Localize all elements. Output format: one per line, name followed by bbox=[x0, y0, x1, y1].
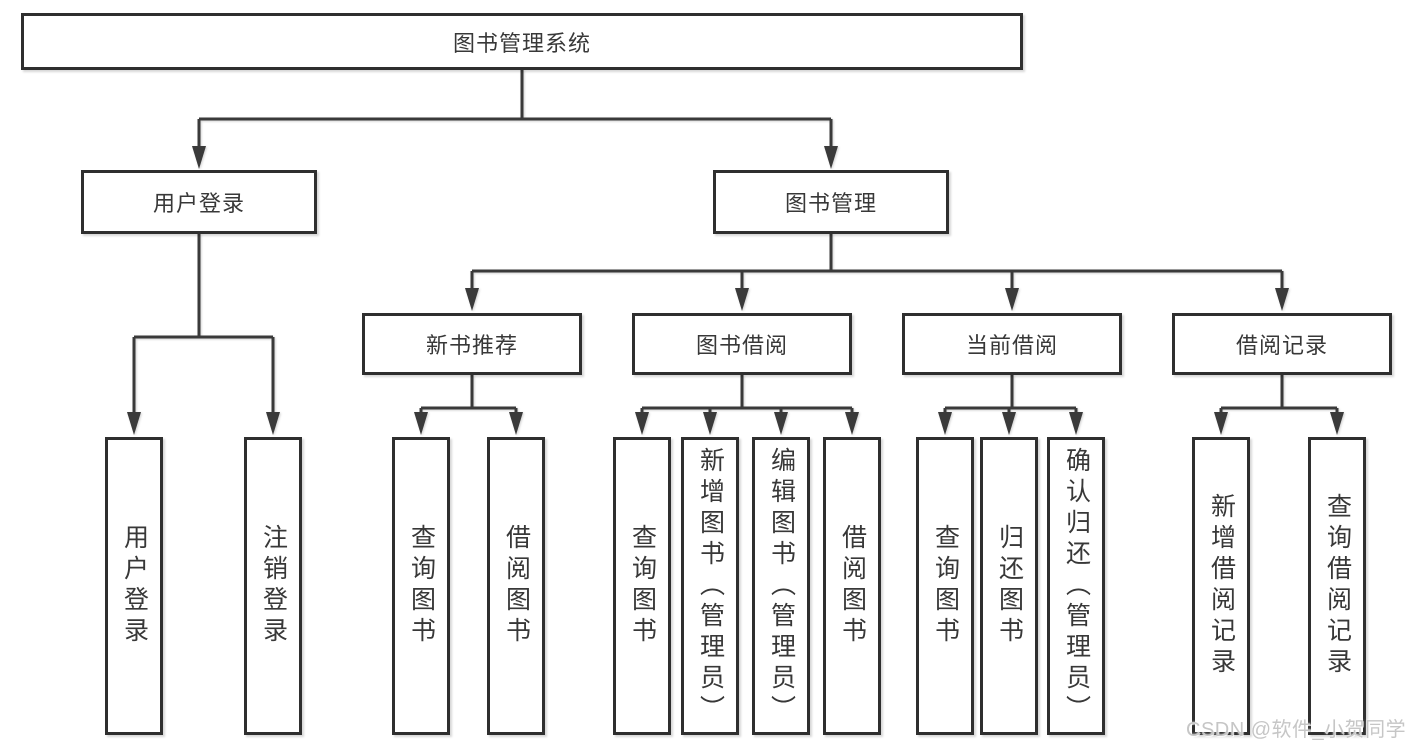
leaf-label: 查询图书 bbox=[407, 524, 436, 648]
leaf-cb-return-books: 归还图书 bbox=[980, 437, 1038, 735]
connector-user-login-to-leaves bbox=[127, 234, 280, 435]
leaf-cb-confirm-return-admin: 确认归还（管理员） bbox=[1047, 437, 1105, 735]
connector-borrowing-records-to-leaves bbox=[1214, 375, 1344, 435]
node-user-login: 用户登录 bbox=[81, 170, 317, 234]
node-library-system: 图书管理系统 bbox=[21, 13, 1023, 70]
leaf-label: 查询图书 bbox=[628, 524, 657, 648]
connector-book-borrowing-to-leaves bbox=[635, 375, 859, 435]
leaf-logout: 注销登录 bbox=[244, 437, 302, 735]
leaf-bb-add-books-admin: 新增图书（管理员） bbox=[681, 437, 739, 735]
node-book-borrowing: 图书借阅 bbox=[632, 313, 852, 375]
leaf-cb-query-books: 查询图书 bbox=[916, 437, 974, 735]
leaf-label: 借阅图书 bbox=[838, 524, 867, 648]
leaf-nbr-borrow-books: 借阅图书 bbox=[487, 437, 545, 735]
connector-root-to-level2 bbox=[192, 70, 838, 169]
node-current-borrowing: 当前借阅 bbox=[902, 313, 1122, 375]
node-borrowing-records: 借阅记录 bbox=[1172, 313, 1392, 375]
connector-new-book-recommend-to-leaves bbox=[414, 375, 523, 435]
leaf-br-query-record: 查询借阅记录 bbox=[1308, 437, 1366, 735]
connector-current-borrowing-to-leaves bbox=[938, 375, 1083, 435]
watermark-text: CSDN @软件_小贺同学 bbox=[1186, 719, 1405, 741]
leaf-label: 用户登录 bbox=[120, 524, 149, 648]
leaf-user-login: 用户登录 bbox=[105, 437, 163, 735]
leaf-label: 新增借阅记录 bbox=[1207, 493, 1236, 679]
leaf-br-add-record: 新增借阅记录 bbox=[1192, 437, 1250, 735]
leaf-label: 新增图书（管理员） bbox=[696, 446, 725, 726]
leaf-label: 注销登录 bbox=[259, 524, 288, 648]
leaf-label: 归还图书 bbox=[995, 524, 1024, 648]
leaf-label: 查询图书 bbox=[931, 524, 960, 648]
node-book-management: 图书管理 bbox=[713, 170, 949, 234]
leaf-label: 借阅图书 bbox=[502, 524, 531, 648]
leaf-label: 确认归还（管理员） bbox=[1062, 446, 1091, 726]
leaf-bb-borrow-books: 借阅图书 bbox=[823, 437, 881, 735]
leaf-bb-query-books: 查询图书 bbox=[613, 437, 671, 735]
leaf-bb-edit-books-admin: 编辑图书（管理员） bbox=[752, 437, 810, 735]
leaf-label: 编辑图书（管理员） bbox=[767, 446, 796, 726]
leaf-label: 查询借阅记录 bbox=[1323, 493, 1352, 679]
connector-book-management-to-level3 bbox=[465, 234, 1289, 311]
node-new-book-recommend: 新书推荐 bbox=[362, 313, 582, 375]
leaf-nbr-query-books: 查询图书 bbox=[392, 437, 450, 735]
